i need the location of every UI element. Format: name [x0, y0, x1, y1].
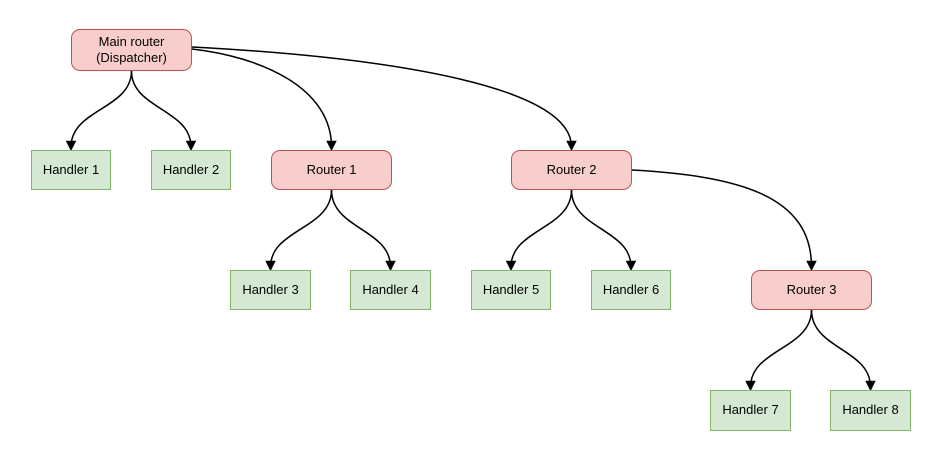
node-handler-2: Handler 2 — [151, 150, 231, 190]
node-handler-1-label: Handler 1 — [42, 161, 100, 177]
edge-router2-to-handler5 — [505, 189, 573, 272]
edge-router2-to-handler6 — [570, 189, 637, 272]
node-main-router: Main router (Dispatcher) — [71, 29, 192, 71]
edge-main-to-handler2 — [130, 70, 197, 152]
node-handler-8-label: Handler 8 — [842, 402, 899, 418]
node-router-3-label: Router 3 — [786, 281, 837, 297]
edge-main-to-router2 — [191, 46, 577, 152]
edge-main-to-router1 — [191, 48, 337, 152]
node-handler-7-label: Handler 7 — [722, 402, 779, 418]
node-handler-1: Handler 1 — [31, 150, 111, 190]
edge-router3-to-handler7 — [745, 309, 813, 392]
edge-router1-to-handler4 — [330, 189, 396, 272]
node-handler-6: Handler 6 — [591, 270, 671, 310]
node-handler-4-label: Handler 4 — [362, 281, 419, 297]
node-handler-5-label: Handler 5 — [482, 281, 540, 297]
node-handler-3-label: Handler 3 — [242, 281, 299, 297]
node-handler-8: Handler 8 — [830, 390, 911, 431]
node-router-1-label: Router 1 — [306, 161, 357, 177]
node-router-2: Router 2 — [511, 150, 632, 190]
node-handler-7: Handler 7 — [710, 390, 791, 431]
node-router-2-label: Router 2 — [546, 161, 597, 177]
edge-router2-to-router3 — [631, 169, 817, 272]
node-handler-3: Handler 3 — [230, 270, 311, 310]
node-main-router-label: Main router — [98, 33, 165, 49]
edge-router3-to-handler8 — [810, 309, 876, 392]
node-router-1: Router 1 — [271, 150, 392, 190]
node-handler-4: Handler 4 — [350, 270, 431, 310]
node-handler-5: Handler 5 — [471, 270, 551, 310]
edge-main-to-handler1 — [65, 70, 133, 152]
node-handler-2-label: Handler 2 — [162, 161, 220, 177]
node-main-router-sublabel: (Dispatcher) — [96, 50, 167, 65]
node-router-3: Router 3 — [751, 270, 872, 310]
edge-router1-to-handler3 — [265, 189, 333, 272]
node-handler-6-label: Handler 6 — [602, 281, 660, 297]
